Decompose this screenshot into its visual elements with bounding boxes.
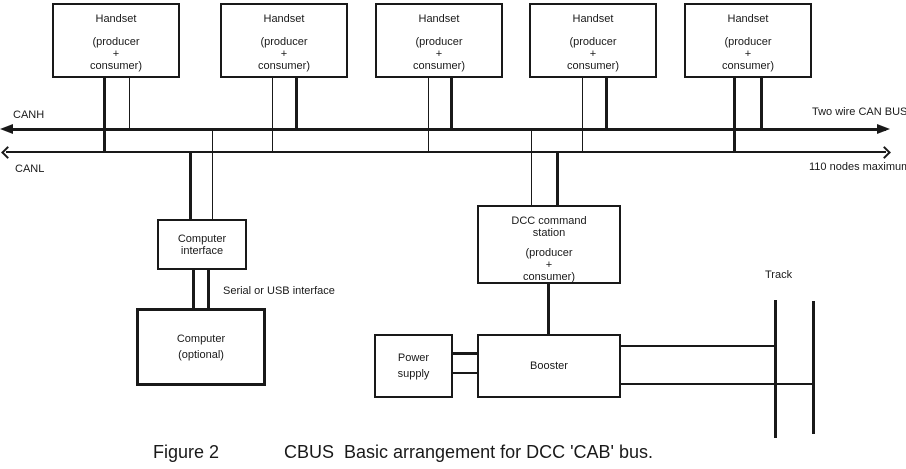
- computer-interface-label: interface: [180, 244, 224, 257]
- connector-wire: [207, 269, 210, 309]
- connector-wire: [605, 77, 608, 131]
- dcc-station-label: station: [532, 227, 566, 239]
- canl-label: CANL: [15, 163, 45, 175]
- handset-subtitle: consumer): [567, 60, 619, 72]
- handset-subtitle: +: [744, 48, 752, 60]
- computer-label: (optional): [178, 349, 224, 361]
- connector-wire: [453, 372, 477, 374]
- connector-wire: [272, 77, 273, 153]
- connector-wire: [103, 77, 106, 153]
- handset-title: Handset: [418, 13, 460, 25]
- handset-title: Handset: [263, 13, 305, 25]
- track-label: Track: [765, 269, 793, 281]
- figure-title: CBUS Basic arrangement for DCC 'CAB' bus…: [284, 442, 653, 462]
- handset-title: Handset: [572, 13, 614, 25]
- computer-interface-label: Computer: [177, 232, 227, 245]
- handset-subtitle: consumer): [722, 60, 774, 72]
- dcc-station-subtitle: consumer): [523, 271, 575, 283]
- booster-label: Booster: [530, 360, 568, 372]
- connector-wire: [192, 269, 195, 309]
- handset-subtitle: consumer): [90, 60, 142, 72]
- connector-wire: [547, 283, 550, 334]
- handset-subtitle: (producer: [92, 36, 140, 48]
- computer-interface-box: Computer interface: [157, 219, 247, 270]
- booster-box: Booster: [477, 334, 621, 398]
- connector-wire: [129, 77, 130, 131]
- figure-number: Figure 2: [153, 442, 220, 462]
- power-supply-label: supply: [397, 368, 430, 380]
- handset-subtitle: (producer: [569, 36, 617, 48]
- connector-wire: [582, 77, 583, 153]
- power-supply-label: Power: [397, 352, 430, 364]
- canl-bus-line: [6, 151, 886, 153]
- power-supply-box: Power supply: [374, 334, 453, 398]
- two-wire-can-bus-label: Two wire CAN BUS: [812, 106, 906, 118]
- canh-label: CANH: [13, 109, 45, 121]
- handset-subtitle: consumer): [258, 60, 310, 72]
- connector-wire: [428, 77, 429, 153]
- canh-bus-line: [6, 128, 886, 131]
- dcc-station-subtitle: +: [545, 259, 553, 271]
- handset-title: Handset: [95, 13, 137, 25]
- dcc-station-label: DCC command: [511, 215, 587, 227]
- connector-wire: [733, 77, 736, 153]
- dcc-command-station-box: DCC command station (producer + consumer…: [477, 205, 621, 284]
- serial-usb-label: Serial or USB interface: [223, 285, 335, 297]
- handset-subtitle: (producer: [724, 36, 772, 48]
- nodes-maximum-label: 110 nodes maximum: [809, 161, 906, 173]
- handset-box-4: Handset (producer + consumer): [529, 3, 657, 78]
- handset-subtitle: +: [280, 48, 288, 60]
- arrow-left-icon: [0, 124, 13, 134]
- handset-box-2: Handset (producer + consumer): [220, 3, 348, 78]
- spacer: [479, 239, 619, 247]
- arrow-right-icon: [877, 124, 890, 134]
- track-rail-right: [812, 301, 815, 434]
- handset-box-3: Handset (producer + consumer): [375, 3, 503, 78]
- handset-title: Handset: [727, 13, 769, 25]
- handset-box-1: Handset (producer + consumer): [52, 3, 180, 78]
- handset-box-5: Handset (producer + consumer): [684, 3, 812, 78]
- handset-subtitle: (producer: [260, 36, 308, 48]
- computer-box: Computer (optional): [136, 308, 266, 386]
- handset-subtitle: +: [112, 48, 120, 60]
- arrow-left-icon: [1, 146, 14, 159]
- connector-wire: [620, 383, 814, 385]
- handset-subtitle: +: [589, 48, 597, 60]
- connector-wire: [212, 131, 213, 219]
- connector-wire: [620, 345, 776, 347]
- connector-wire: [531, 131, 532, 205]
- connector-wire: [453, 352, 477, 355]
- connector-wire: [450, 77, 453, 131]
- arrow-right-icon: [878, 146, 891, 159]
- handset-subtitle: +: [435, 48, 443, 60]
- handset-subtitle: (producer: [415, 36, 463, 48]
- connector-wire: [295, 77, 298, 131]
- handset-subtitle: consumer): [413, 60, 465, 72]
- connector-wire: [760, 77, 763, 131]
- connector-wire: [189, 153, 192, 219]
- connector-wire: [556, 153, 559, 205]
- computer-label: Computer: [176, 333, 226, 345]
- dcc-station-subtitle: (producer: [525, 247, 573, 259]
- track-rail-left: [774, 300, 777, 438]
